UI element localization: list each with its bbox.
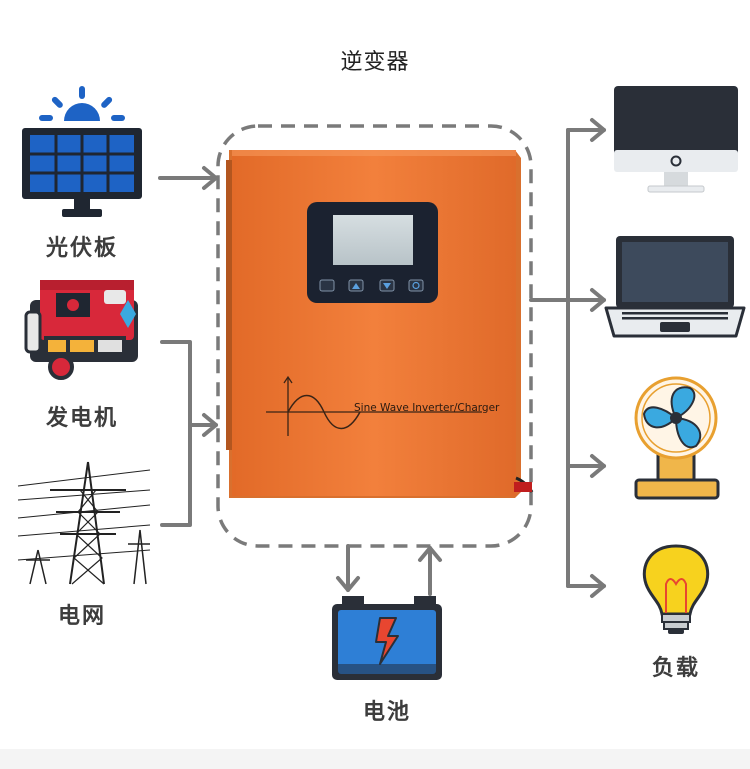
generator-grid-connector (160, 340, 192, 527)
lightning-icon (375, 617, 399, 665)
inverter-panel-text: Sine Wave Inverter/Charger (354, 402, 500, 414)
monitor-icon (614, 86, 738, 193)
load-label: 负载 (651, 656, 700, 681)
generator-label: 发电机 (45, 406, 118, 431)
solar-panel-icon (22, 128, 142, 217)
bulb-icon (642, 544, 710, 634)
inverter-dashed-frame (216, 124, 533, 548)
sun-icon (39, 86, 125, 121)
power-tower-icon (17, 461, 151, 585)
grid-label: 电网 (57, 604, 106, 629)
lcd-screen (333, 215, 413, 265)
lcd-button-power (408, 279, 424, 292)
inverter-unit (226, 150, 534, 498)
footer-strip (0, 749, 750, 769)
lcd-button-back (319, 279, 335, 292)
battery-arrows (336, 544, 442, 596)
diagram-title: 逆变器 (340, 50, 410, 75)
battery-label: 电池 (362, 700, 411, 725)
solar-label: 光伏板 (45, 236, 118, 261)
laptop-icon (604, 236, 746, 338)
inverter-body (232, 150, 516, 496)
fan-icon (634, 376, 720, 500)
output-arrows (529, 118, 606, 598)
source-arrows (158, 166, 218, 527)
generator-icon (24, 280, 138, 380)
